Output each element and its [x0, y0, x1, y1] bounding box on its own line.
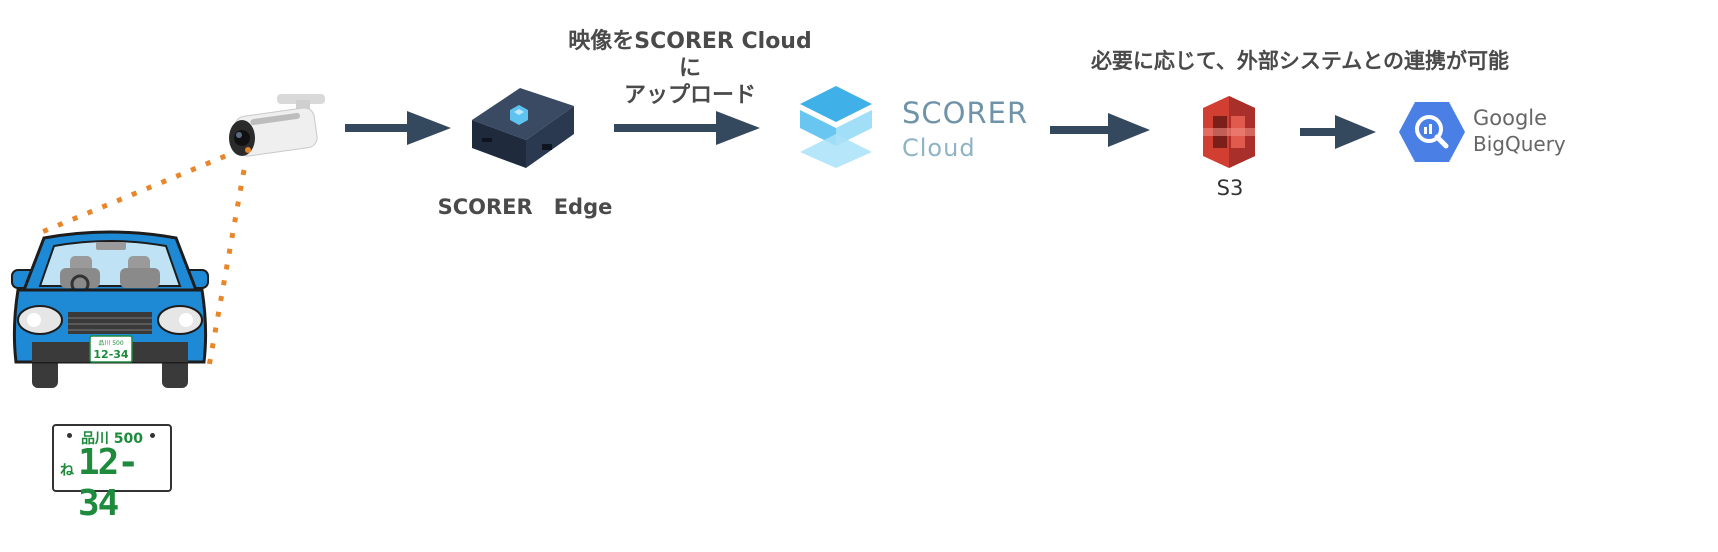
car-icon: 品川 500 12-34 — [10, 228, 210, 390]
bigquery-wordmark: BigQuery — [1473, 132, 1566, 156]
s3-label: S3 — [1190, 176, 1270, 200]
scorer-layers-icon — [796, 82, 876, 172]
scorer-edge-device-icon — [462, 80, 582, 175]
svg-text:品川 500: 品川 500 — [98, 340, 124, 347]
google-wordmark: Google — [1473, 106, 1547, 130]
arrow-edge-to-cloud — [614, 110, 764, 146]
plate-bolt-right — [150, 433, 155, 438]
plate-bolt-left — [67, 433, 72, 438]
view-line-upper — [42, 150, 240, 232]
security-camera-icon — [222, 88, 332, 168]
plate-kana: ね — [60, 460, 74, 480]
view-line-lower — [208, 170, 244, 372]
aws-s3-icon — [1195, 94, 1263, 170]
svg-text:12-34: 12-34 — [93, 348, 129, 361]
cloud-wordmark: Cloud — [902, 134, 976, 162]
scorer-cloud-logo: SCORER Cloud — [796, 82, 1036, 172]
scorer-wordmark: SCORER — [902, 96, 1028, 130]
arrow-camera-to-edge — [345, 110, 455, 146]
google-bigquery-logo: Google BigQuery — [1398, 100, 1568, 166]
edge-label: SCORER Edge — [430, 191, 620, 221]
arrow-s3-to-bigquery — [1300, 114, 1380, 150]
arrow-cloud-to-s3 — [1050, 112, 1155, 148]
bigquery-hexagon-icon — [1398, 100, 1466, 164]
license-plate-icon: 品川 500 ね 12-34 — [52, 424, 172, 492]
plate-number: 12-34 — [78, 442, 170, 524]
